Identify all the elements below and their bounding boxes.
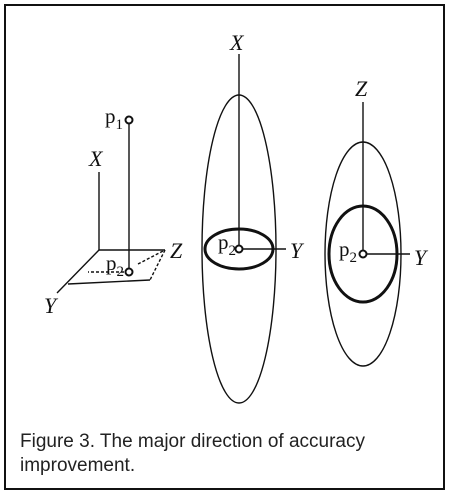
middle-panel-group <box>201 54 286 404</box>
left-y-label: Y <box>44 293 59 318</box>
projection-dash-2 <box>137 249 166 265</box>
figure-caption: Figure 3. The major direction of accurac… <box>20 431 365 476</box>
left-p1-label: p1 <box>105 104 123 133</box>
right-p2-label: p2 <box>339 237 357 266</box>
middle-x-label: X <box>229 30 245 55</box>
projection-line-bottom <box>67 279 151 285</box>
figure-frame <box>4 4 445 490</box>
middle-y-label: Y <box>290 238 305 263</box>
point-p1-marker <box>124 115 134 125</box>
right-y-label: Y <box>414 245 429 270</box>
left-y-axis <box>56 249 100 294</box>
middle-point-marker <box>234 244 244 254</box>
right-point-marker <box>358 249 368 259</box>
left-p2-label: p2 <box>106 251 124 280</box>
projection-dash-3 <box>149 249 166 281</box>
right-z-label: Z <box>355 76 368 101</box>
left-z-label: Z <box>170 238 183 263</box>
left-x-label: X <box>88 146 104 171</box>
middle-p2-label: p2 <box>218 230 236 259</box>
right-panel-group <box>324 102 410 367</box>
left-axes-group <box>56 121 166 294</box>
point-p2-marker <box>124 267 134 277</box>
